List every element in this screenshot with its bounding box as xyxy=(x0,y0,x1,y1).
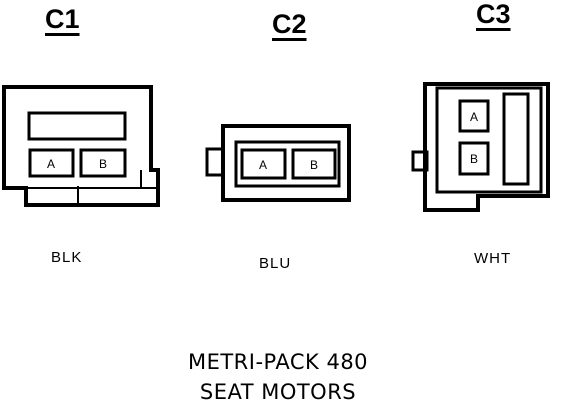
c1-pin-b-label: B xyxy=(99,157,107,171)
c1-housing xyxy=(2,85,160,207)
c3-title: C3 xyxy=(476,0,511,29)
c3-pin-cavity xyxy=(458,99,490,133)
c1-title: C1 xyxy=(45,4,80,34)
c2-color-label: BLU xyxy=(259,255,292,272)
footer-line-1: METRI-PACK 480 xyxy=(187,350,369,374)
c3-housing xyxy=(423,82,550,212)
c3-pin-a-label: A xyxy=(470,110,478,124)
c1-connector xyxy=(2,85,160,207)
c3-inner-frame xyxy=(435,86,543,194)
c2-pin-cavity xyxy=(240,148,287,180)
c1-pin-cavity xyxy=(28,148,75,178)
c2-pin-a-label: A xyxy=(259,158,267,172)
c3-pin-b-label: B xyxy=(470,152,478,166)
c3-latch-slot xyxy=(502,92,530,186)
c3-tab xyxy=(411,150,429,172)
c1-pin-cavity xyxy=(79,148,127,178)
c2-pin-cavity xyxy=(291,148,337,180)
c2-title: C2 xyxy=(272,9,307,39)
c1-color-label: BLK xyxy=(51,249,83,266)
footer-line-2: SEAT MOTORS xyxy=(199,380,357,404)
c2-inner-frame xyxy=(234,140,341,188)
c3-pin-cavity xyxy=(458,141,490,176)
c1-pin-a-label: A xyxy=(47,157,55,171)
c2-connector xyxy=(205,124,351,202)
c3-connector xyxy=(411,82,550,212)
c2-pin-b-label: B xyxy=(310,158,318,172)
c3-color-label: WHT xyxy=(474,250,512,267)
c1-latch-slot xyxy=(27,111,127,141)
c2-tab xyxy=(205,147,225,177)
